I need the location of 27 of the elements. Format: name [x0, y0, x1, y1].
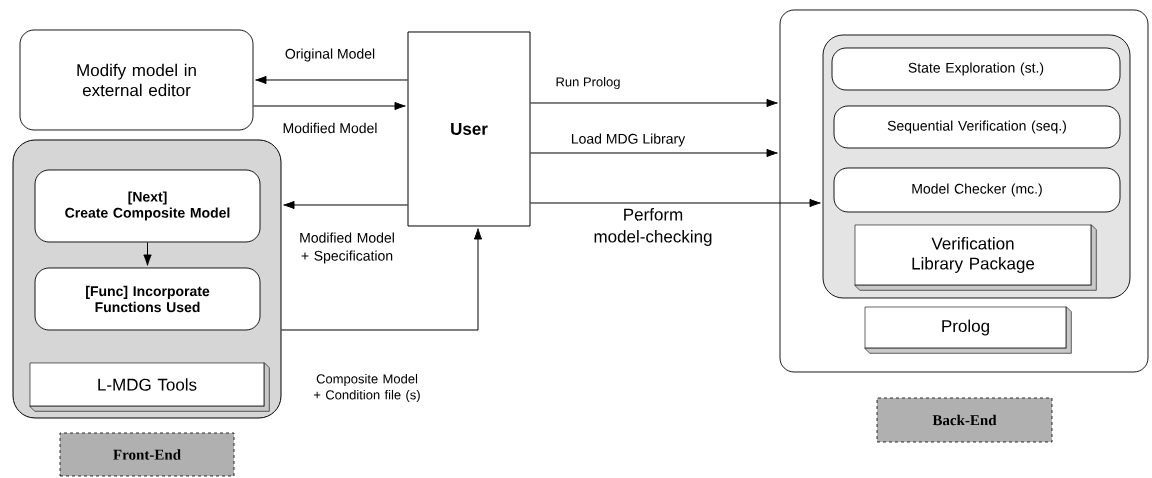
- module-box: Sequential Verification (seq.): [833, 105, 1121, 149]
- arrow: [530, 198, 821, 208]
- rounded-box: Modify model in external editor: [19, 29, 254, 131]
- arrow: [252, 101, 406, 111]
- edge-label: Load MDG Library: [569, 132, 687, 148]
- rounded-box: [Next] Create Composite Model: [34, 169, 261, 243]
- edge-label: Composite Model + Condition file (s): [301, 372, 433, 404]
- module-box: State Exploration (st.): [831, 47, 1121, 91]
- arrow: [283, 200, 408, 210]
- user-box: User: [407, 31, 531, 227]
- module-box: Model Checker (mc.): [833, 167, 1121, 213]
- raised-box: Prolog: [864, 306, 1072, 354]
- edge-label: Modified Model: [281, 121, 379, 135]
- arrow: [255, 75, 408, 85]
- edge-label: Original Model: [283, 47, 377, 63]
- section-tag: Back-End: [876, 397, 1053, 443]
- section-tag: Front-End: [59, 432, 235, 477]
- rounded-box: [Func] Incorporate Functions Used: [34, 267, 261, 331]
- arrow: [530, 98, 778, 108]
- arrow: [143, 241, 152, 266]
- edge-label: Run Prolog: [554, 75, 622, 91]
- raised-box: L-MDG Tools: [29, 362, 270, 412]
- edge-label: Perform model-checking: [592, 207, 714, 247]
- arrow: [530, 148, 778, 158]
- arrow: [281, 228, 483, 331]
- edge-label: Modified Model + Specification: [296, 231, 398, 265]
- raised-box: Verification Library Package: [854, 224, 1097, 291]
